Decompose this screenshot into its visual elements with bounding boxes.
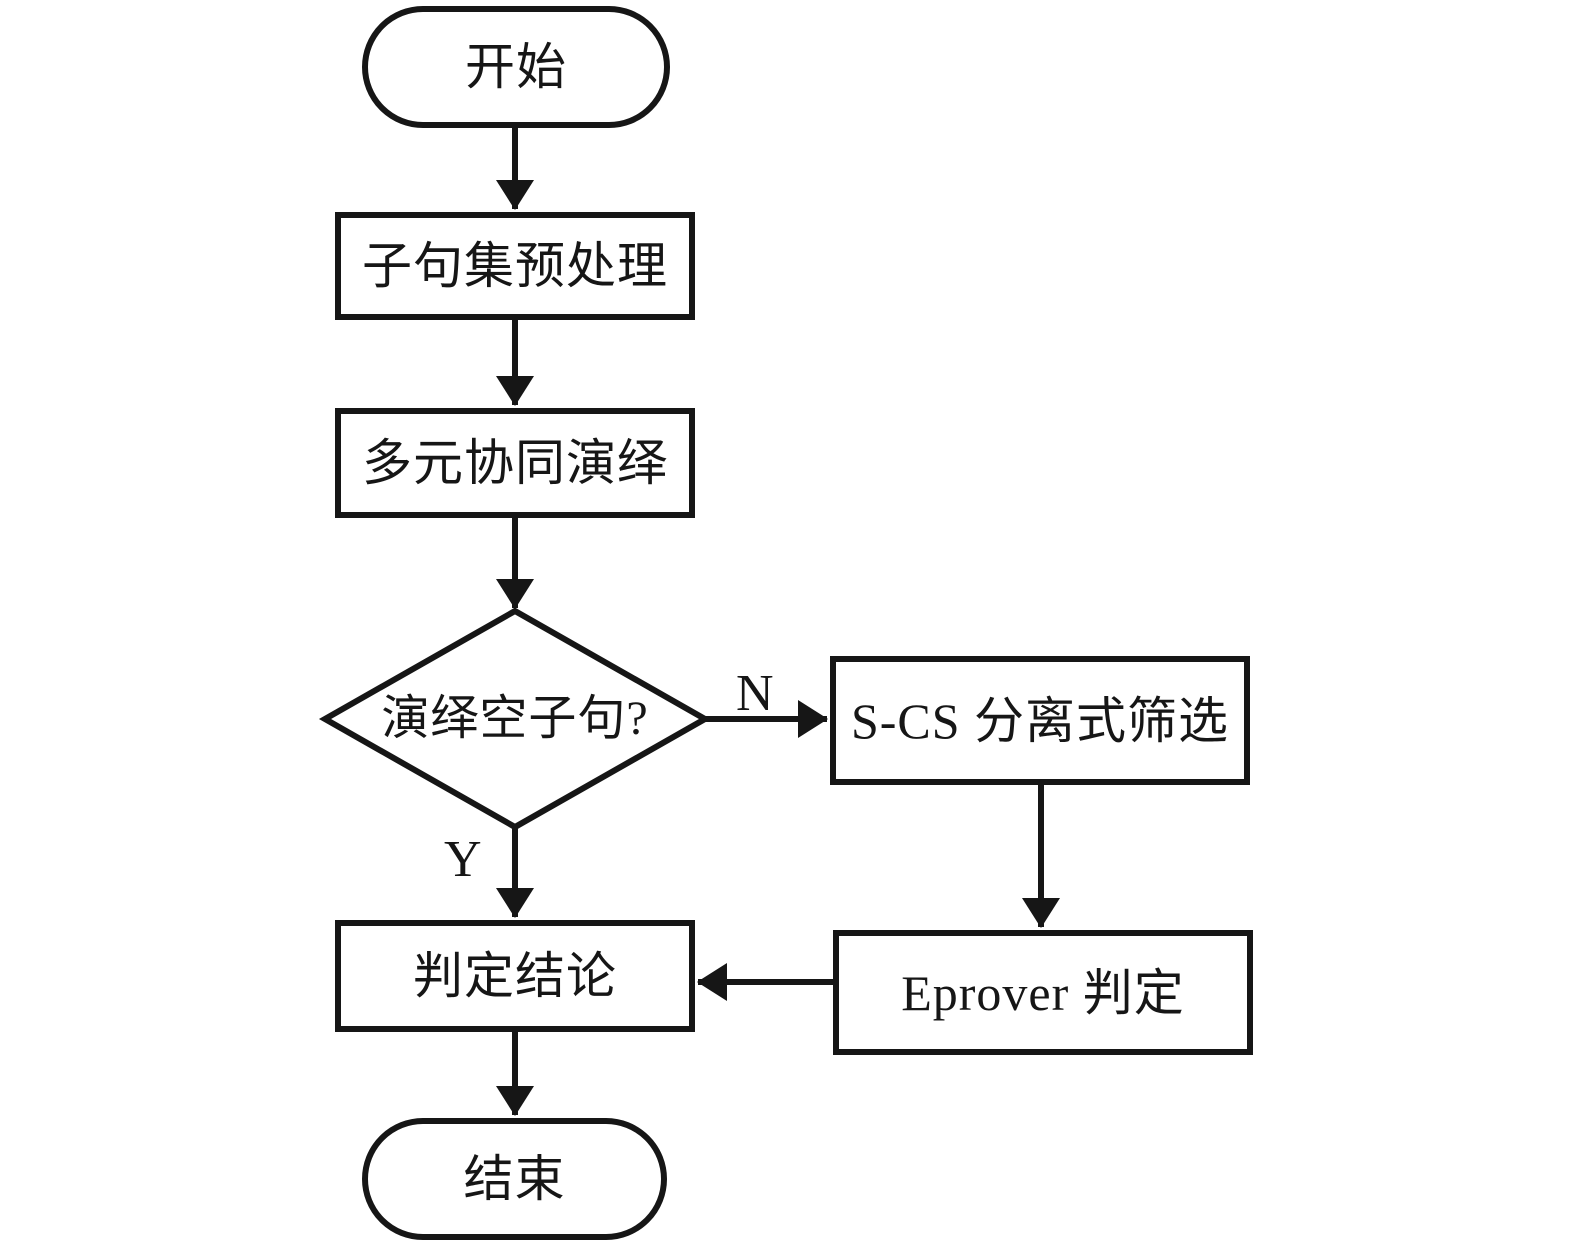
scs-filter-node-label: S-CS 分离式筛选 [850, 692, 1230, 749]
eprover-node: Eprover 判定 [833, 930, 1253, 1055]
start-node-label: 开始 [465, 39, 567, 95]
branch-label-yes: Y [444, 831, 482, 888]
conclusion-node-label: 判定结论 [413, 948, 617, 1004]
eprover-node-label: Eprover 判定 [901, 964, 1185, 1021]
end-node-label: 结束 [463, 1151, 566, 1207]
deduce-node-label: 多元协同演绎 [362, 435, 668, 491]
end-node: 结束 [362, 1118, 667, 1240]
conclusion-node: 判定结论 [335, 920, 695, 1032]
decision-node-label: 演绎空子句? [381, 692, 649, 745]
deduce-node: 多元协同演绎 [335, 408, 695, 518]
start-node: 开始 [362, 6, 670, 128]
preprocess-node-label: 子句集预处理 [362, 238, 668, 294]
decision-diamond-shape [318, 607, 712, 831]
scs-filter-node: S-CS 分离式筛选 [830, 656, 1250, 785]
branch-label-no: N [736, 665, 774, 722]
preprocess-node: 子句集预处理 [335, 212, 695, 320]
